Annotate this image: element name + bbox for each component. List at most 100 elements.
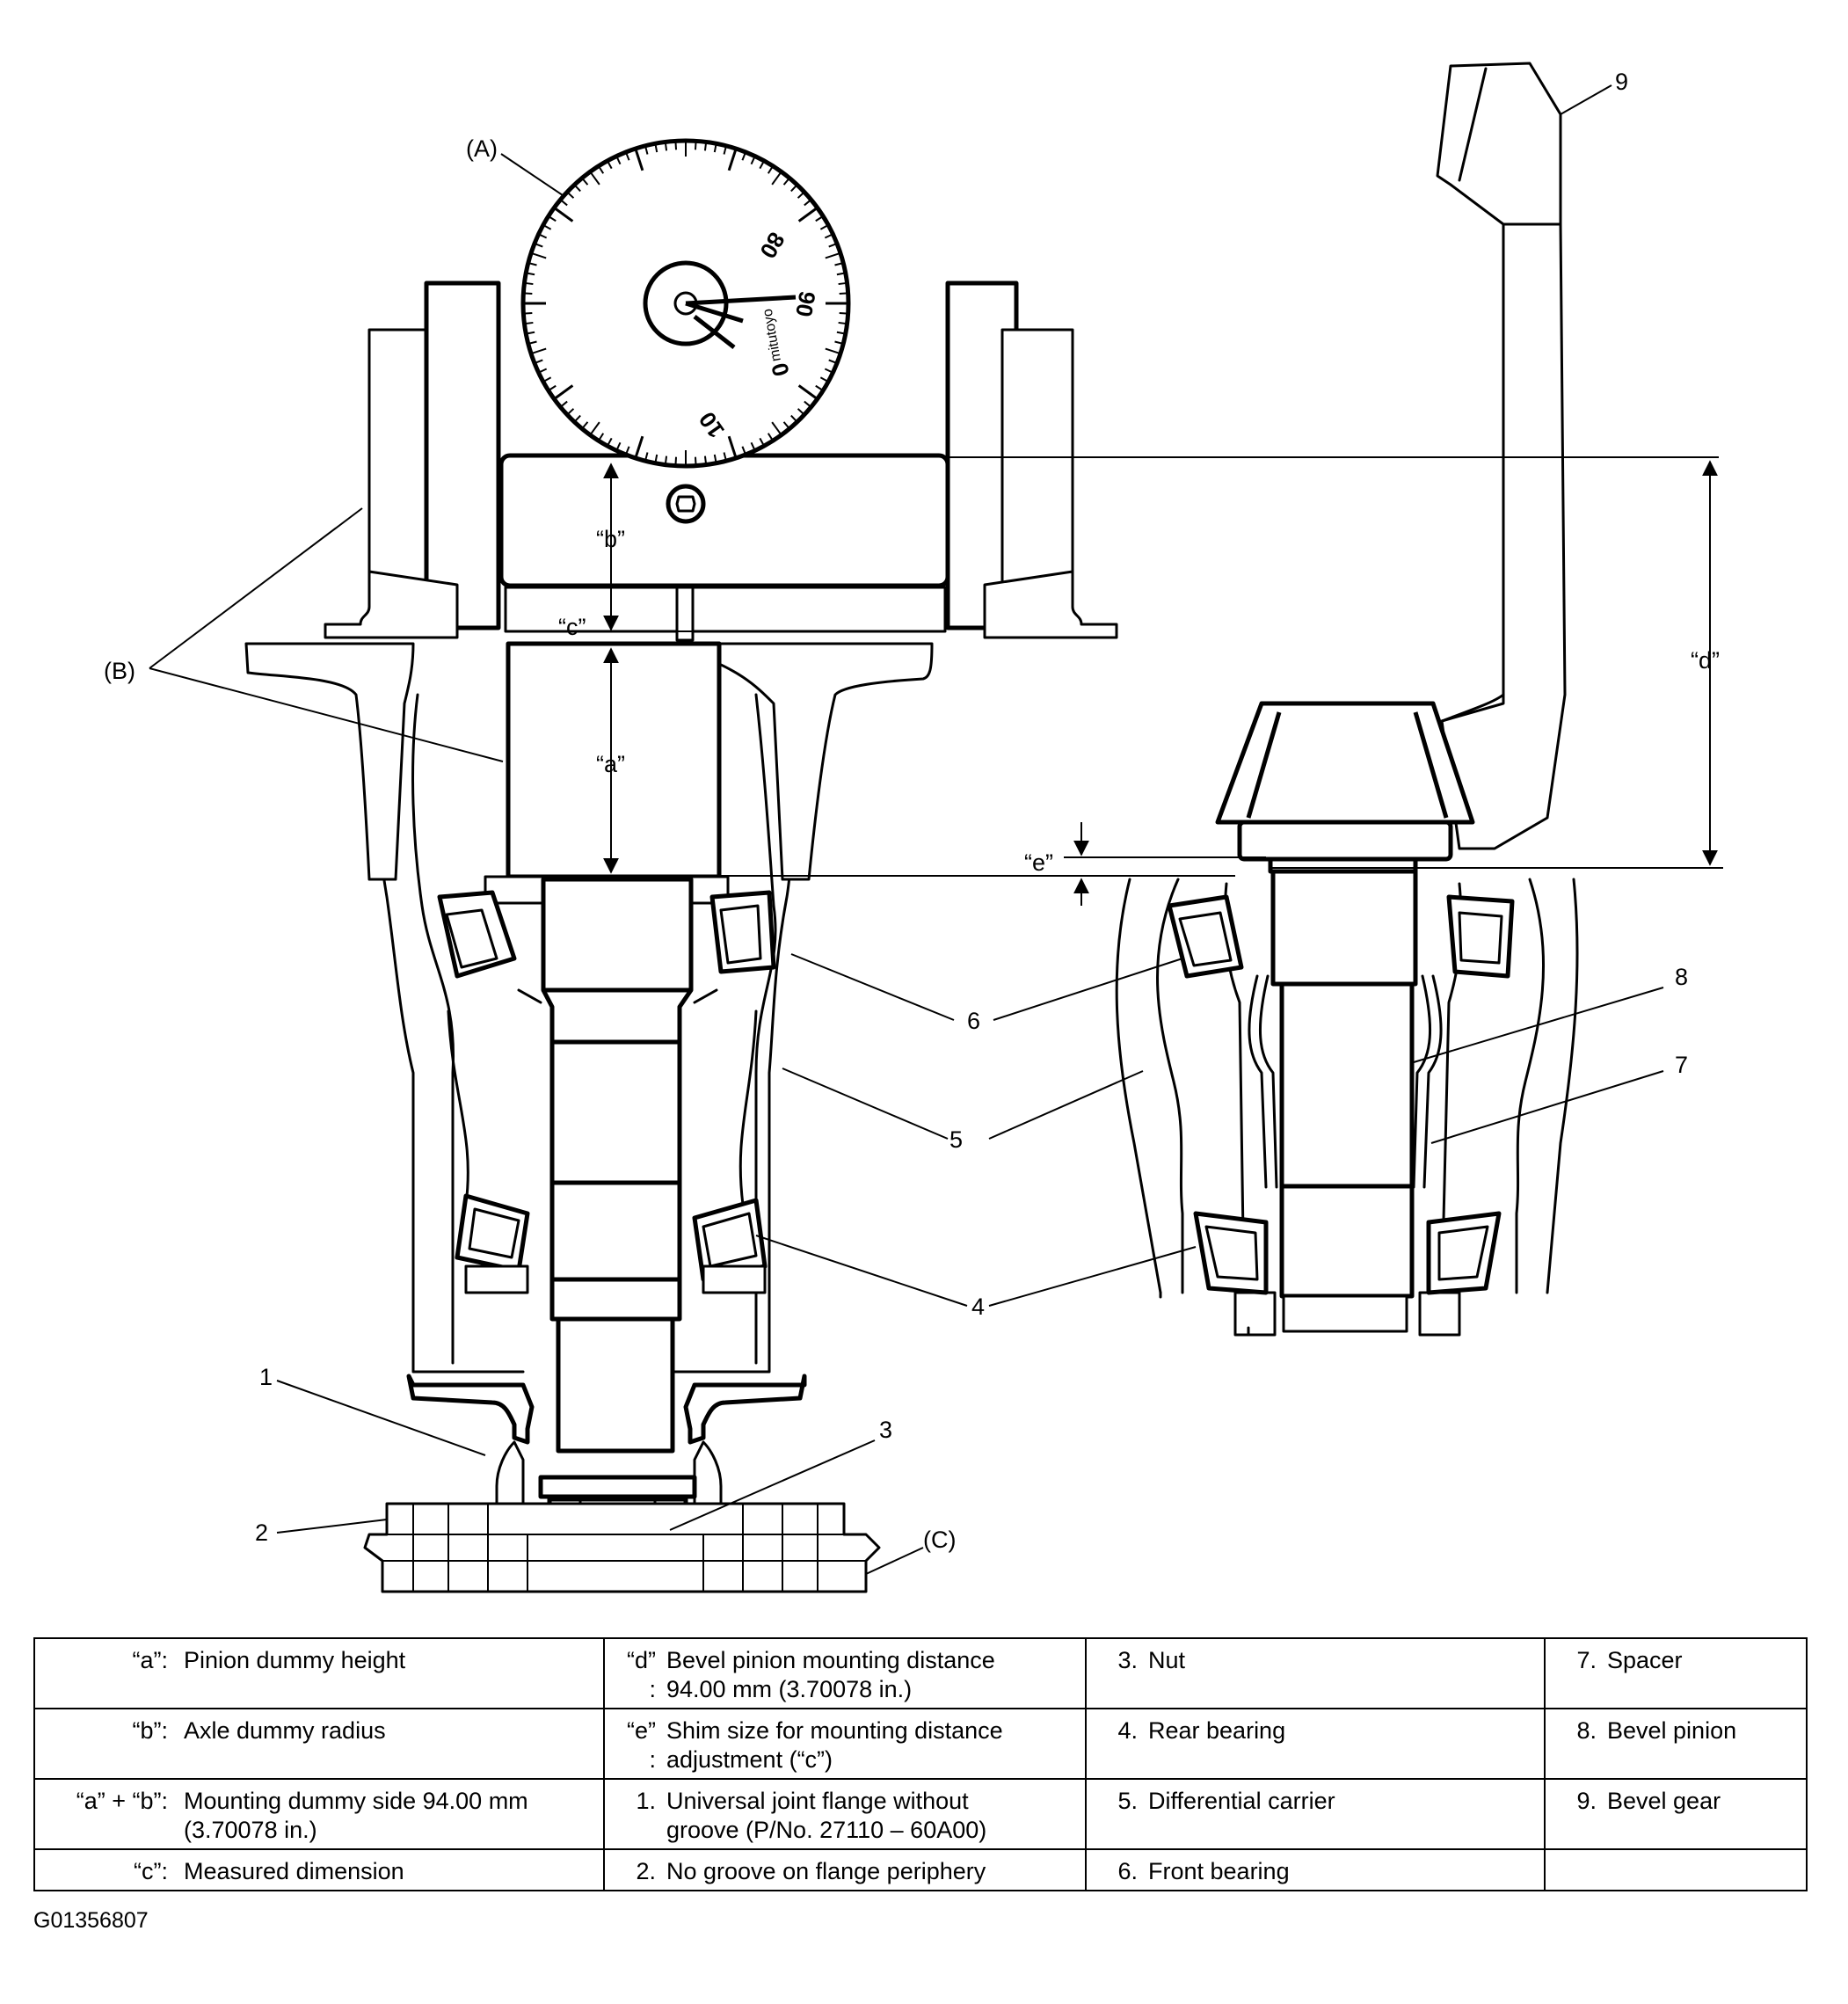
legend-table: “a”:Pinion dummy height “d” : Bevel pinion… — [33, 1637, 1808, 1891]
dial-tick — [694, 456, 697, 466]
dial-tick — [526, 272, 535, 276]
legend-cell: “e” :Shim size for mounting distance adj… — [603, 1708, 1087, 1780]
dial-tick — [674, 141, 678, 150]
dial-tick — [824, 233, 833, 239]
dial-tick — [723, 452, 727, 462]
dial-tick — [713, 454, 717, 463]
dial-tick — [790, 184, 798, 193]
dial-tick — [750, 156, 756, 165]
dial-tick — [782, 177, 790, 186]
dial-tick — [548, 215, 557, 222]
dial-tick — [815, 215, 824, 222]
dial-tick — [527, 340, 537, 345]
dial-tick — [767, 433, 774, 441]
dial-tick — [530, 347, 547, 355]
dial-tick — [624, 446, 630, 455]
dial-tick — [589, 421, 600, 436]
legend-cell: “b”:Axle dummy radius — [33, 1708, 605, 1780]
callout-2: 2 — [255, 1519, 268, 1546]
legend-description: Differential carrier — [1148, 1788, 1335, 1814]
legend-cell: “d” : Bevel pinion mounting distance 94.0… — [603, 1637, 1087, 1709]
dial-tick — [534, 359, 543, 365]
legend-cell: 7.Spacer — [1544, 1637, 1808, 1709]
dial-tick — [566, 191, 575, 199]
pinion-height-diagram: 80 90 0 10 mitutoyo — [104, 62, 1723, 1593]
dim-label-c: “c” — [558, 614, 586, 640]
dial-tick — [694, 141, 697, 150]
dial-tick — [606, 437, 613, 447]
dial-tick — [527, 262, 537, 266]
rear-bearing-right — [1193, 1211, 1502, 1295]
dial-tick — [598, 165, 605, 174]
dial-tick — [836, 272, 846, 276]
dial-tick — [559, 400, 568, 408]
legend-key: “c”: — [134, 1858, 168, 1884]
legend-description: Bevel pinion — [1607, 1717, 1737, 1744]
legend-description: Pinion dummy height — [184, 1647, 406, 1673]
legend-cell: 4.Rear bearing — [1085, 1708, 1546, 1780]
dial-tick — [782, 421, 790, 430]
legend-cell: “a”:Pinion dummy height — [33, 1637, 605, 1709]
dial-tick — [771, 171, 782, 186]
dial-tick — [834, 340, 844, 345]
figure-code: G01356807 — [33, 1908, 149, 1933]
dial-tick — [838, 281, 848, 286]
dial-tick — [542, 223, 552, 230]
dial-tick — [538, 368, 548, 374]
dial-tick — [713, 143, 717, 153]
dial-tick — [524, 281, 534, 286]
dial-tick — [606, 160, 613, 170]
legend-key: 3. — [1117, 1647, 1138, 1673]
rear-bearing-left — [455, 1193, 768, 1294]
legend-key: “e” : — [627, 1717, 656, 1773]
dial-tick — [581, 177, 589, 186]
dial-tick — [836, 331, 846, 335]
dial-tick — [573, 414, 581, 423]
dial-tick — [644, 145, 649, 155]
dial-tick — [767, 165, 774, 174]
dial-tick — [598, 433, 605, 441]
callout-7: 7 — [1675, 1052, 1688, 1078]
dial-tick — [815, 384, 824, 391]
dim-label-a: “a” — [596, 751, 625, 777]
legend-key: “d” : — [627, 1647, 656, 1702]
dial-tick — [566, 408, 575, 416]
legend-cell: 8.Bevel pinion — [1544, 1708, 1808, 1780]
legend-description: Nut — [1148, 1647, 1186, 1673]
flange-base — [363, 1502, 881, 1593]
dial-tick — [644, 452, 649, 462]
legend-row: “a” + “b”:Mounting dummy side 94.00 mm (… — [33, 1778, 1808, 1850]
legend-key: 1. — [636, 1788, 656, 1814]
dim-label-d: “d” — [1691, 647, 1720, 674]
dial-tick — [839, 292, 848, 295]
dial-tick — [759, 437, 766, 447]
legend-key: “a” + “b”: — [76, 1788, 168, 1814]
front-bearing-right — [1167, 894, 1515, 979]
legend-description: Universal joint flange without groove (P… — [666, 1788, 987, 1843]
dial-tick — [838, 321, 848, 325]
dial-tick — [819, 223, 829, 230]
dial-tick — [819, 376, 829, 383]
legend-cell — [1544, 1848, 1808, 1891]
legend-description: Bevel pinion mounting distance 94.00 mm … — [666, 1647, 995, 1702]
dial-tick — [825, 251, 841, 259]
dial-tick — [790, 414, 798, 423]
dial-tick — [523, 311, 533, 315]
callout-9: 9 — [1615, 69, 1628, 95]
legend-cell: 9.Bevel gear — [1544, 1778, 1808, 1850]
callout-4: 4 — [971, 1293, 985, 1320]
dial-tick — [771, 421, 782, 436]
dial-tick — [615, 441, 622, 451]
dial-tick — [797, 191, 805, 199]
dial-tick — [624, 151, 630, 161]
dial-tick — [723, 145, 727, 155]
dial-tick — [703, 142, 708, 151]
dimension-lines — [603, 456, 1723, 906]
dial-tick — [542, 376, 552, 383]
dial-tick — [559, 199, 568, 207]
legend-cell: 5.Differential carrier — [1085, 1778, 1546, 1850]
callout-B: (B) — [104, 658, 135, 684]
dial-tick — [741, 151, 747, 161]
legend-description: Front bearing — [1148, 1858, 1290, 1884]
